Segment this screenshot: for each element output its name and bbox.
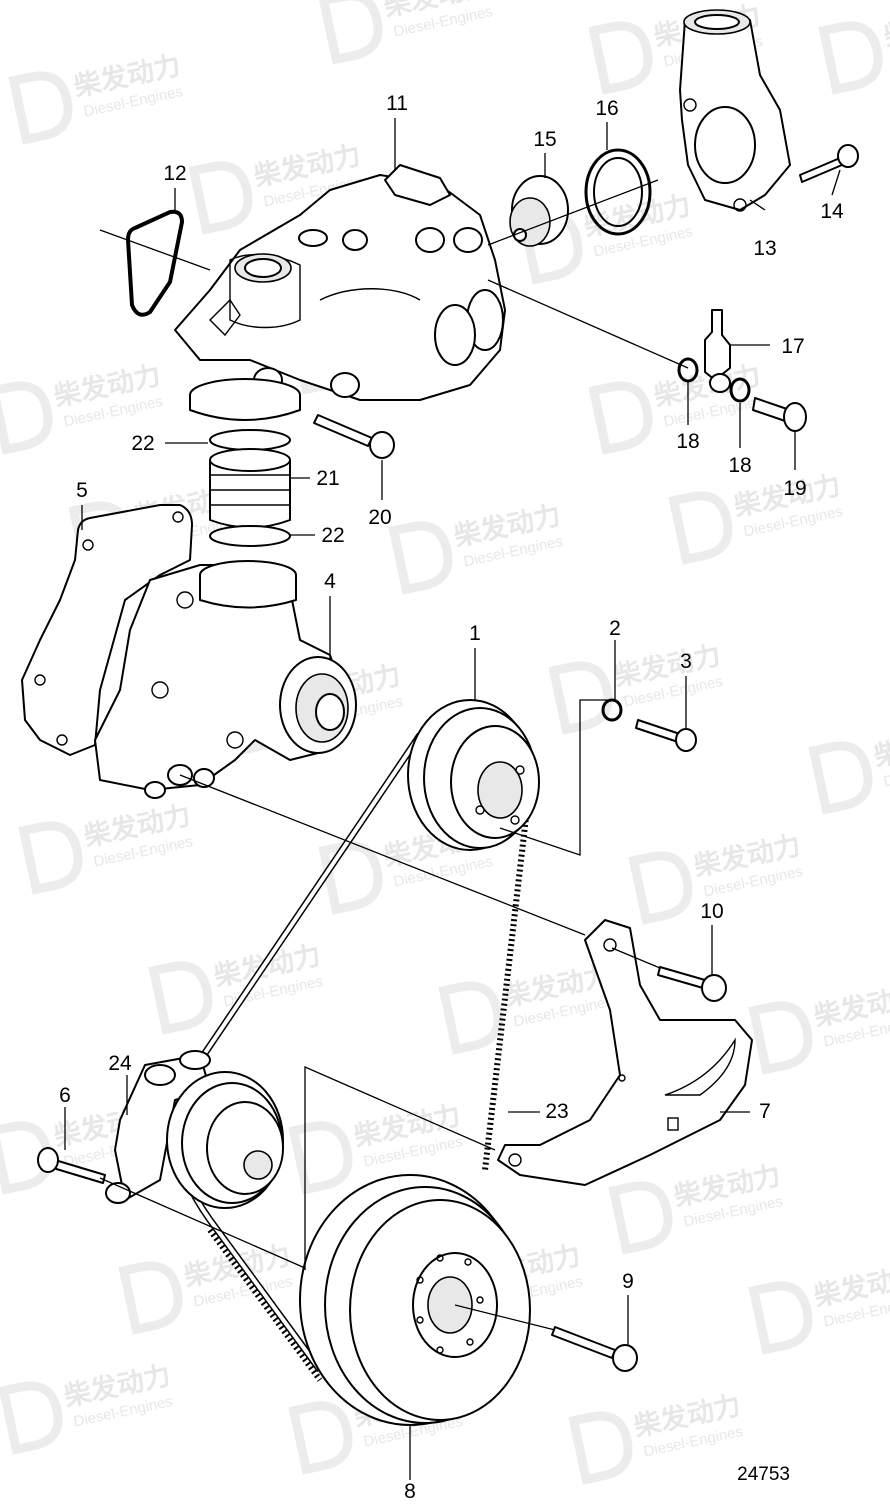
callout-9: 9 <box>622 1270 634 1293</box>
watermark-logo-icon <box>748 1281 813 1355</box>
watermark-logo-icon <box>548 661 613 735</box>
callout-5: 5 <box>76 479 88 502</box>
watermark-logo-icon <box>388 521 453 595</box>
callout-labels: 1 2 3 4 5 6 7 8 9 10 11 12 13 14 15 16 1… <box>59 92 844 1503</box>
callout-19: 19 <box>783 477 806 500</box>
watermark-logo-icon <box>608 1181 673 1255</box>
watermark-brand-cn: 柴发动力 <box>881 0 890 53</box>
callout-16: 16 <box>595 97 618 120</box>
watermark-logo-icon <box>808 741 873 815</box>
thermostat-housing <box>174 164 506 401</box>
leader-lines <box>64 118 841 1480</box>
tensioner-bracket <box>497 919 753 1186</box>
hose-connector <box>704 309 731 393</box>
watermark-logo-icon <box>818 21 883 95</box>
callout-17: 17 <box>781 335 804 358</box>
housing-gasket <box>125 209 185 317</box>
callout-15: 15 <box>533 128 556 151</box>
water-pipe-stack <box>189 378 301 547</box>
washer-18b <box>729 377 751 403</box>
pump-gasket <box>21 504 193 756</box>
watermark-logo-icon <box>18 821 83 895</box>
sealing-ring <box>584 148 652 236</box>
callout-22b: 22 <box>321 524 344 547</box>
watermark-logo-icon <box>568 1411 633 1485</box>
watermark-logo-icon <box>748 1001 813 1075</box>
bolt-3 <box>635 719 697 752</box>
callout-12: 12 <box>163 162 186 185</box>
watermark-logo-icon <box>588 21 653 95</box>
watermark-logo-icon <box>628 851 693 925</box>
watermark-brand-cn: 柴发动力 <box>871 719 890 773</box>
callout-10: 10 <box>700 900 723 923</box>
bolt-14 <box>799 144 859 183</box>
watermark-logo-icon <box>0 381 53 455</box>
callout-23: 23 <box>545 1100 568 1123</box>
bolt-6 <box>37 1147 106 1184</box>
drawing-reference-number: 24753 <box>737 1464 790 1485</box>
watermark-logo-icon <box>318 0 383 65</box>
watermark-logo-icon <box>668 491 733 565</box>
watermark-logo-icon <box>438 981 503 1055</box>
washer-18a <box>677 357 699 383</box>
callout-13: 13 <box>753 237 776 260</box>
watermark-logo-icon <box>288 1401 353 1475</box>
watermark-logo-icon <box>8 71 73 145</box>
bolt-9 <box>551 1326 638 1372</box>
callout-18a: 18 <box>676 430 699 453</box>
callout-24: 24 <box>108 1052 132 1075</box>
idler-pulley <box>166 1071 284 1209</box>
washer-2 <box>601 698 623 722</box>
callout-6: 6 <box>59 1084 71 1107</box>
callout-21: 21 <box>316 467 339 490</box>
callout-11: 11 <box>386 92 408 115</box>
watermark-logo-icon <box>588 381 653 455</box>
callout-20: 20 <box>368 506 391 529</box>
pump-pulley <box>407 699 540 851</box>
outlet-elbow <box>679 9 791 212</box>
watermark-logo-icon <box>148 961 213 1035</box>
callout-14: 14 <box>820 200 844 223</box>
watermark-logo-icon <box>118 1261 183 1335</box>
callout-22a: 22 <box>131 432 154 455</box>
bolt-10 <box>657 966 727 1002</box>
callout-7: 7 <box>759 1100 771 1123</box>
watermark-logo-icon <box>288 1121 353 1195</box>
callout-3: 3 <box>680 650 692 673</box>
watermark-logo-icon <box>0 1381 63 1455</box>
watermark-logo-icon <box>318 841 383 915</box>
bolt-19 <box>752 397 807 432</box>
water-pump <box>94 560 357 799</box>
crankshaft-pulley <box>299 1174 531 1426</box>
bolt-20 <box>313 414 395 459</box>
callout-2: 2 <box>609 617 621 640</box>
callout-8: 8 <box>404 1480 416 1503</box>
thermostat <box>509 175 569 247</box>
callout-18b: 18 <box>728 454 751 477</box>
watermark-logo-icon <box>188 161 253 235</box>
callout-1: 1 <box>469 622 481 645</box>
callout-4: 4 <box>324 570 336 593</box>
